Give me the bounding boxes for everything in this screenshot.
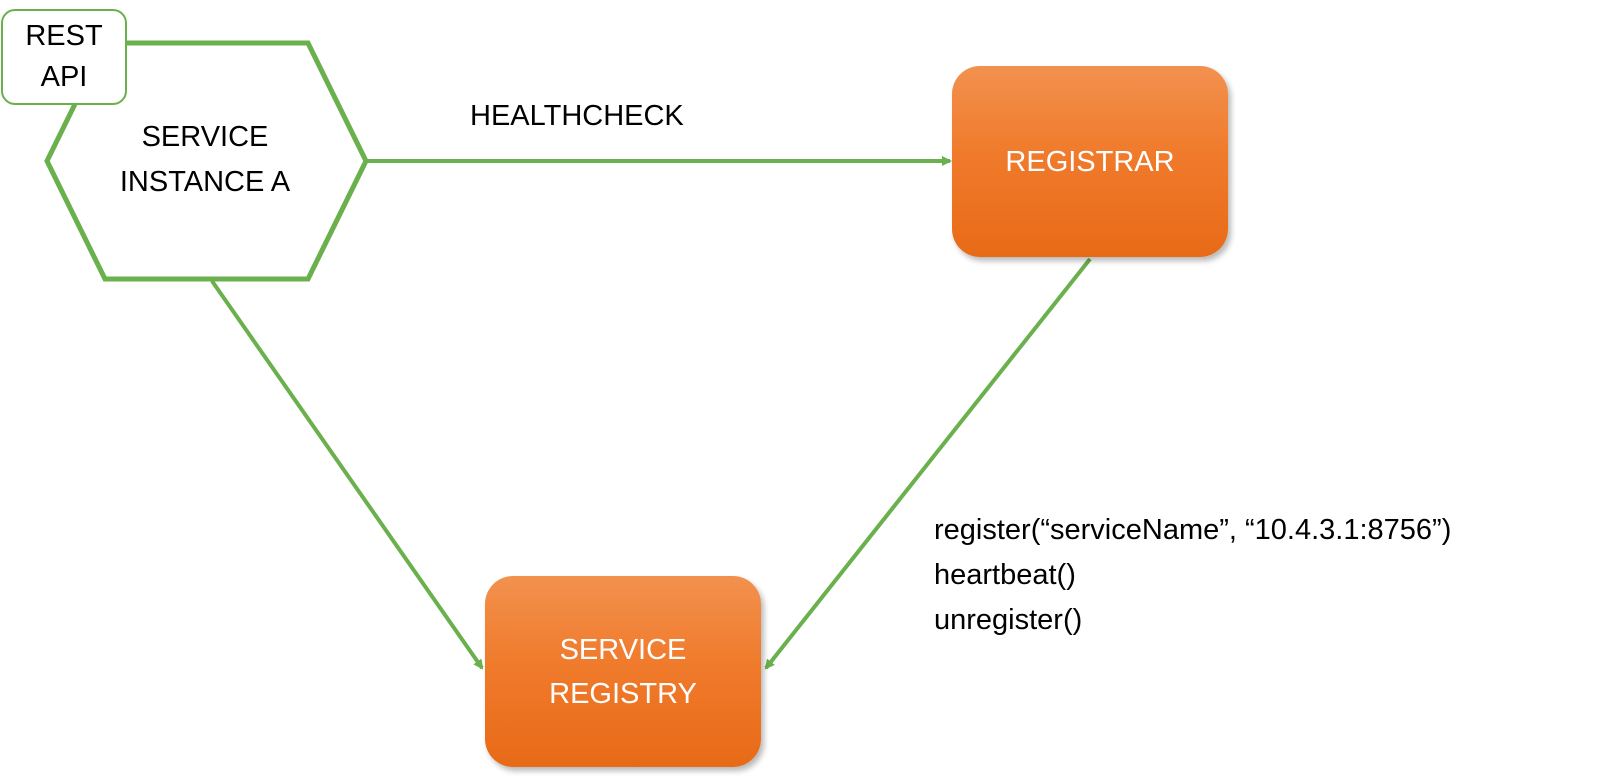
call-register: register(“serviceName”, “10.4.3.1:8756”) [934, 514, 1452, 546]
rest-api-line2: API [40, 61, 88, 93]
registry-calls-list: register(“serviceName”, “10.4.3.1:8756”)… [934, 508, 1451, 643]
call-heartbeat: heartbeat() [934, 559, 1076, 591]
rest-api-tag: REST API [1, 9, 127, 105]
healthcheck-label: HEALTHCHECK [470, 100, 684, 132]
registrar-to-registry-arrow [764, 257, 1092, 670]
rest-api-line1: REST [25, 20, 103, 52]
service-registry-line2: REGISTRY [549, 677, 697, 710]
service-registry-line1: SERVICE [559, 633, 687, 666]
registrar-label: REGISTRAR [1005, 145, 1175, 178]
service-instance-line1: SERVICE [141, 121, 269, 153]
registrar-box: REGISTRAR [952, 66, 1228, 257]
service-instance-label: SERVICE INSTANCE A [60, 115, 350, 205]
call-unregister: unregister() [934, 604, 1083, 636]
instance-to-registry-arrow [210, 279, 484, 670]
service-registry-box: SERVICE REGISTRY [485, 576, 761, 767]
service-instance-line2: INSTANCE A [119, 166, 291, 198]
